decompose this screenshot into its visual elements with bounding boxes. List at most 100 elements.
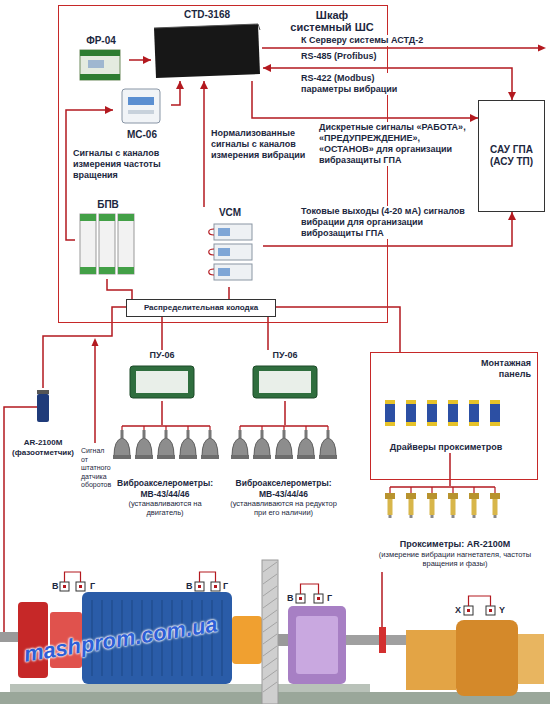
- proximeter-symbol: [388, 499, 393, 515]
- accelerometer-symbol: [254, 438, 270, 456]
- sensor-axis: В: [287, 593, 294, 604]
- module-vcm-graphic: [214, 224, 252, 280]
- probe-drop: [494, 487, 495, 494]
- driver-symbol: [469, 400, 479, 404]
- probe-cable: [382, 572, 383, 627]
- sensor-marker: [464, 606, 473, 615]
- connector-line: [161, 317, 163, 350]
- sensor-group: Виброакселерометры: МВ-43/44/46(устанавл…: [112, 425, 218, 517]
- driver-symbol: [406, 400, 416, 404]
- proximeter-symbol: [494, 515, 497, 518]
- accelerometer-base: [231, 455, 249, 459]
- sensor-cable: [327, 430, 330, 438]
- driver-symbol: [448, 422, 458, 426]
- vcm-wire: [209, 269, 214, 275]
- pillar-hatch: [263, 586, 277, 596]
- machine-illustration: [406, 630, 456, 690]
- vcm-wire: [209, 249, 214, 255]
- module-bpv-graphic: [118, 214, 134, 274]
- junction-box: ПУ-06: [122, 350, 202, 401]
- probe-drop: [431, 487, 432, 494]
- accelerometer-symbol: [180, 438, 196, 456]
- probe-group: Проксиметры: AR-2100M(измерение вибрации…: [370, 486, 540, 568]
- sensor-cable: [143, 430, 146, 438]
- machine-illustration: [379, 627, 386, 653]
- module-bpv-graphic: [99, 214, 115, 274]
- accelerometer-base: [113, 455, 131, 459]
- mounting-panel: Монтажная панельДрайверы проксиметров: [370, 352, 538, 480]
- link-label: RS-485 (Profibus): [300, 51, 378, 62]
- controller-graphic: [154, 24, 260, 30]
- sensor-marker-dot: [317, 597, 320, 600]
- module-fr04: ФР-04: [73, 35, 129, 87]
- module-vcm: VCM: [197, 207, 263, 287]
- module-bpv: БПВ: [75, 199, 141, 279]
- vcm-wire: [209, 229, 214, 235]
- machine-illustration: [10, 684, 370, 692]
- terminal-block: Распределительная колодка: [126, 299, 276, 317]
- machine-illustration: [0, 632, 20, 642]
- connector-line: [267, 317, 269, 350]
- junction-box-graphic: [130, 366, 317, 398]
- node-label: Драйверы проксиметров: [383, 442, 509, 453]
- sensor-marker: [296, 594, 305, 603]
- machine-illustration: [232, 616, 262, 664]
- connector-label: Сигналы с каналов измерения частоты вращ…: [72, 148, 192, 181]
- sensor-marker: [60, 582, 69, 591]
- sensor-cable: [261, 430, 264, 438]
- speed-signal-arrow: [92, 338, 99, 346]
- proximeter-symbol: [448, 493, 458, 499]
- module-bpv-graphic: [118, 214, 134, 221]
- module-vcm-graphic: [214, 264, 252, 280]
- pillar-hatch: [263, 646, 277, 656]
- pillar-hatch: [263, 622, 277, 632]
- accelerometer-base: [113, 455, 219, 459]
- junction-box-graphic: [259, 371, 311, 393]
- sensor-marker-dot: [198, 585, 201, 588]
- signal-note: Сигнал от штатного датчика оборотов: [80, 447, 112, 490]
- module-mc06-graphic: [128, 110, 154, 114]
- module-vcm-graphic: [218, 248, 230, 256]
- sensor-marker-dot: [214, 585, 217, 588]
- module-fr04-graphic: [80, 50, 120, 80]
- proximeter-symbol: [410, 515, 413, 518]
- node-label: ПУ-06: [247, 350, 323, 361]
- machine-illustration: [346, 635, 406, 645]
- sensor-cable: [239, 430, 330, 438]
- driver-symbol: [385, 400, 395, 404]
- node-label: Распределительная колодка: [131, 303, 271, 313]
- junction-box-graphic: [136, 371, 188, 393]
- sensor-marker-dot: [63, 585, 66, 588]
- connector-label: Нормализованные сигналы с каналов измере…: [210, 128, 308, 161]
- accelerometer-base: [253, 455, 271, 459]
- sensor-marker: [60, 582, 495, 615]
- accelerometer-symbol: [298, 438, 314, 456]
- connector-line: [171, 81, 180, 105]
- junction-box-graphic: [253, 366, 317, 398]
- accelerometer-symbol: [232, 438, 336, 456]
- accelerometer-symbol: [158, 438, 174, 456]
- sensor-cable: [283, 430, 286, 438]
- module-bpv-graphic: [118, 267, 134, 274]
- module-bpv-graphic: [80, 214, 96, 274]
- module-bpv-graphic: [99, 267, 115, 274]
- proximeter-symbol: [490, 493, 500, 499]
- proximeter-symbol: [427, 493, 437, 499]
- sensor-axis: Г: [90, 581, 95, 592]
- sensor-cable: [121, 430, 124, 438]
- sensor-marker: [76, 582, 85, 591]
- server-link-arrow: [262, 47, 539, 49]
- probe-bus: [390, 486, 495, 488]
- pillar-hatch: [263, 610, 277, 620]
- probe-drop: [410, 487, 411, 494]
- speed-signal-arrow: [94, 345, 96, 443]
- accelerometer-base: [231, 455, 337, 459]
- speed-signal-arrow: [92, 338, 99, 443]
- accelerometer-base: [275, 455, 293, 459]
- server-link-arrow: [538, 45, 546, 52]
- sensor-marker-dot: [467, 609, 470, 612]
- sensor-marker: [314, 594, 323, 603]
- vcm-wire: [209, 229, 214, 275]
- sensor-axis: В: [52, 581, 59, 592]
- pillar-hatch: [263, 634, 277, 644]
